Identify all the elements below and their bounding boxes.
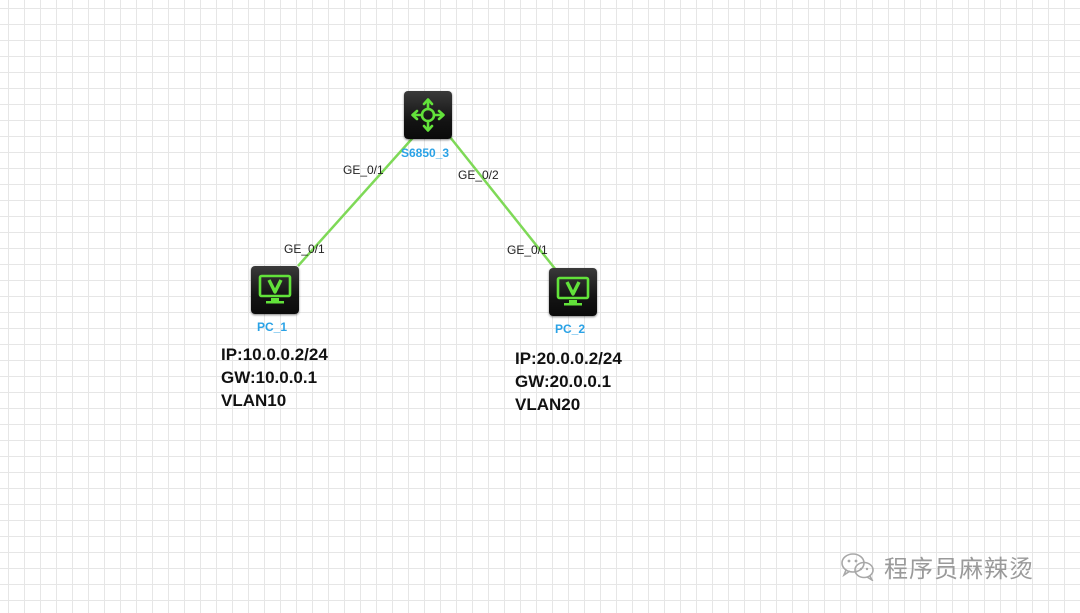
pc1-gateway-text: GW:10.0.0.1 — [221, 368, 318, 387]
wechat-icon — [841, 553, 874, 581]
monitor-v-icon — [556, 276, 590, 306]
monitor-v-icon — [258, 274, 292, 304]
pc1-info-block: IP:10.0.0.2/24 GW:10.0.0.1 VLAN10 — [221, 343, 328, 412]
pc2-name-label: PC_2 — [555, 322, 586, 336]
link-switch-pc1[interactable] — [297, 131, 419, 267]
switch-node[interactable] — [404, 91, 452, 139]
pc1-name-label: PC_1 — [257, 320, 288, 334]
pc2-info-block: IP:20.0.0.2/24 GW:20.0.0.1 VLAN20 — [515, 347, 622, 416]
pc1-node[interactable] — [251, 266, 299, 314]
pc1-vlan-text: VLAN10 — [221, 391, 287, 410]
port-label-pc1-ge01: GE_0/1 — [284, 242, 325, 256]
switch-name-label: S6850_3 — [401, 146, 450, 160]
watermark: 程序员麻辣烫 — [840, 550, 1034, 583]
port-label-pc2-ge01: GE_0/1 — [507, 243, 548, 257]
pc2-ip-text: IP:20.0.0.2/24 — [515, 349, 622, 368]
pc1-ip-text: IP:10.0.0.2/24 — [221, 345, 328, 364]
link-switch-pc2[interactable] — [445, 131, 557, 271]
pc2-vlan-text: VLAN20 — [515, 395, 581, 414]
pc2-node[interactable] — [549, 268, 597, 316]
port-label-switch-ge01: GE_0/1 — [343, 163, 384, 177]
watermark-text: 程序员麻辣烫 — [884, 554, 1034, 583]
port-label-switch-ge02: GE_0/2 — [458, 168, 499, 182]
switch-arrows-icon — [411, 98, 445, 132]
pc2-gateway-text: GW:20.0.0.1 — [515, 372, 612, 391]
